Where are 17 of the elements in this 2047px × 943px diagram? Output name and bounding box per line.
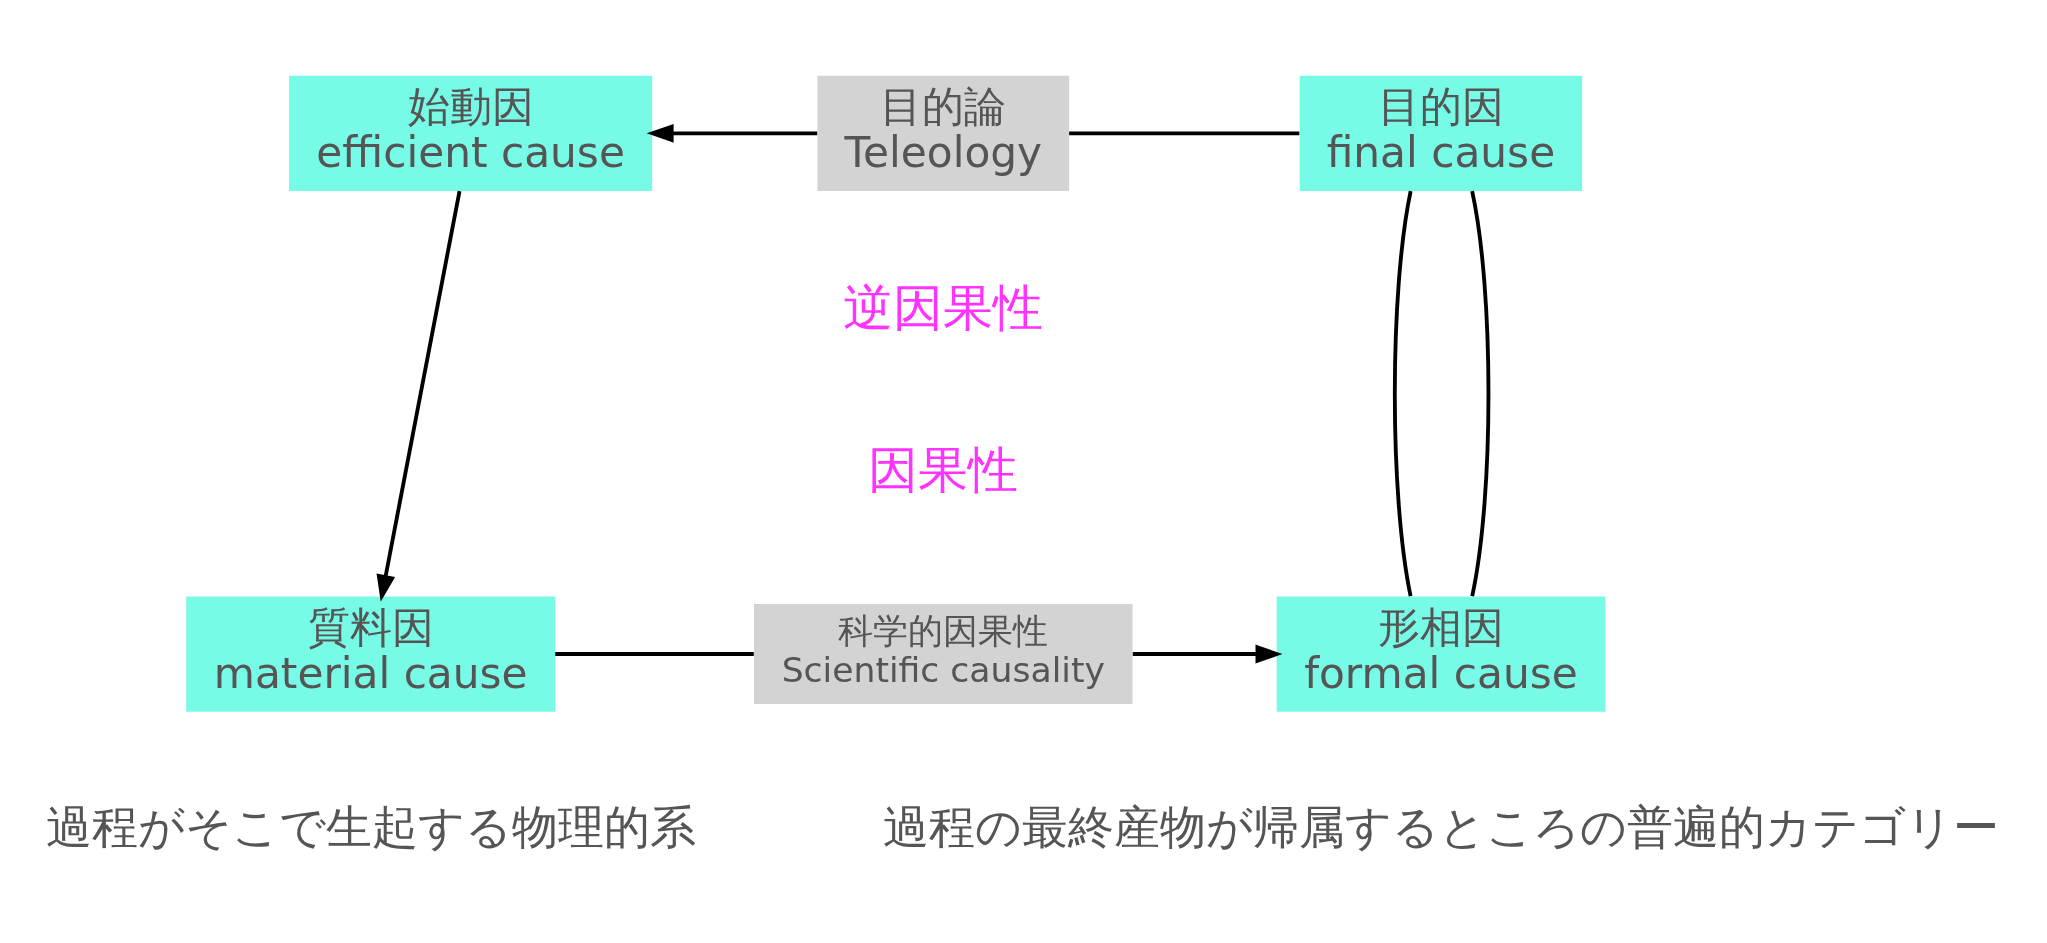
arrow	[376, 190, 462, 602]
node-box: 目的論 Teleology	[817, 75, 1070, 191]
arrow	[646, 123, 818, 143]
connector	[1392, 190, 1413, 597]
node-label: 過程がそこで生起する物理的系	[45, 799, 696, 854]
connector	[1069, 131, 1300, 136]
node-label: 過程の最終産物が帰属するところの普遍的カテゴリー	[882, 799, 1999, 854]
connector	[555, 652, 754, 656]
connector	[1470, 190, 1491, 597]
node-box: 質料因 material cause	[186, 596, 556, 712]
arrow	[1132, 644, 1283, 664]
node-box: 目的因 final cause	[1299, 75, 1583, 191]
label: 逆因果性	[843, 279, 1044, 338]
node-box: 始動因 efficient cause	[289, 75, 653, 191]
node-box: 形相因 formal cause	[1276, 596, 1606, 712]
label: 因果性	[868, 440, 1019, 499]
node-box: 科学的因果性 Scientific causality	[754, 604, 1133, 704]
